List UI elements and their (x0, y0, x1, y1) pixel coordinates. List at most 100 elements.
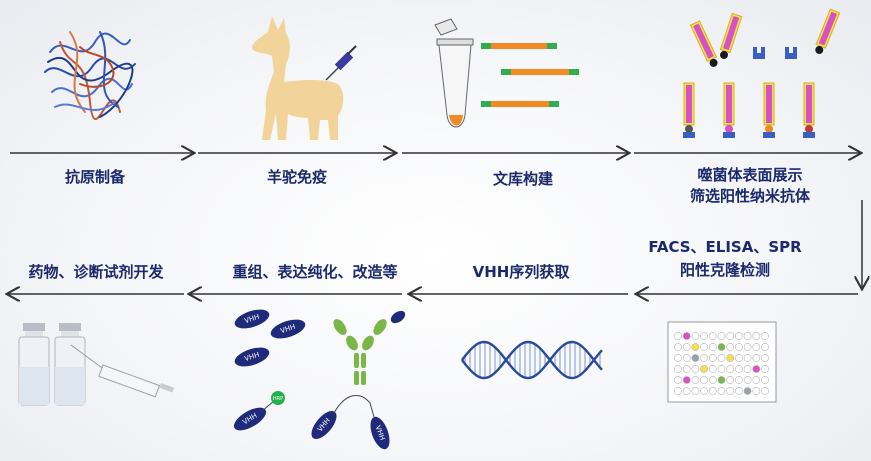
llama-image (252, 16, 357, 140)
well (726, 343, 735, 351)
well (743, 343, 752, 351)
phage-display-image (683, 8, 841, 138)
well (752, 354, 761, 362)
well (700, 343, 708, 351)
well (752, 332, 761, 340)
well (717, 365, 726, 373)
label-detect-2: 阳性克隆检测 (679, 261, 770, 279)
well (691, 365, 700, 373)
well (743, 354, 752, 362)
well (717, 387, 726, 395)
vhh-hrp-molecule (233, 407, 267, 431)
dna-helix-image (461, 340, 603, 380)
well (761, 332, 769, 340)
well (743, 332, 752, 340)
dna-strand (461, 340, 603, 380)
label-detect-1: FACS、ELISA、SPR (648, 238, 802, 256)
well (674, 354, 682, 362)
well (691, 354, 700, 362)
well (691, 376, 700, 384)
well (761, 387, 769, 395)
label-phage-2: 筛选阳性纳米抗体 (689, 187, 810, 205)
well (743, 376, 752, 384)
well (674, 332, 682, 340)
well (752, 343, 761, 351)
vhh-dimer-2 (370, 416, 390, 450)
label-sequence: VHH序列获取 (472, 263, 570, 281)
label-recombine: 重组、表达纯化、改造等 (232, 263, 398, 281)
hrp-text: HRP (273, 396, 283, 402)
well (682, 332, 691, 340)
well (682, 365, 691, 373)
well (674, 343, 682, 351)
vhh-dimer-1 (311, 410, 337, 440)
well (735, 365, 743, 373)
well (691, 332, 700, 340)
well (682, 354, 691, 362)
well (708, 376, 717, 384)
label-phage-1: 噬菌体表面展示 (697, 166, 803, 184)
vials-and-syringe-image (18, 323, 175, 406)
well (735, 376, 743, 384)
well (743, 365, 752, 373)
well (700, 332, 708, 340)
well (682, 376, 691, 384)
protein-structure-image (44, 31, 136, 120)
syringe-icon (325, 45, 357, 81)
well (708, 387, 717, 395)
vial-icon (54, 323, 86, 406)
well (752, 376, 761, 384)
vhh-molecule (234, 347, 270, 367)
well (726, 332, 735, 340)
well (708, 354, 717, 362)
well (752, 365, 761, 373)
well (726, 354, 735, 362)
vhh-illustration: VHH VHH VHH VHH VHH VHH HRP (233, 309, 406, 450)
well (761, 343, 769, 351)
well (726, 365, 735, 373)
well (743, 387, 752, 395)
well (682, 387, 691, 395)
well (700, 387, 708, 395)
well (761, 365, 769, 373)
tube-and-fragments-image (434, 18, 579, 128)
syringe-icon (70, 344, 175, 398)
well-plate-image (667, 321, 777, 403)
hrp-icon (271, 391, 285, 405)
tube-icon (434, 18, 474, 128)
well (708, 343, 717, 351)
well (761, 376, 769, 384)
well (700, 365, 708, 373)
well (700, 354, 708, 362)
well (752, 387, 761, 395)
well (708, 332, 717, 340)
well (674, 387, 682, 395)
well (735, 343, 743, 351)
well (691, 343, 700, 351)
well (691, 387, 700, 395)
well (717, 343, 726, 351)
label-develop: 药物、诊断试剂开发 (28, 263, 164, 281)
well (726, 376, 735, 384)
label-antigen: 抗原制备 (64, 168, 125, 186)
well (700, 376, 708, 384)
well (726, 387, 735, 395)
well (708, 365, 717, 373)
well (717, 376, 726, 384)
heavy-chain-antibody-icon (333, 319, 387, 385)
well (674, 365, 682, 373)
dna-fragments (481, 43, 579, 107)
well (735, 387, 743, 395)
well (682, 343, 691, 351)
vial-icon (18, 323, 50, 406)
well (735, 354, 743, 362)
vhh-molecule (234, 309, 270, 329)
well (717, 332, 726, 340)
well (735, 332, 743, 340)
label-immunize: 羊驼免疫 (266, 168, 327, 186)
label-library: 文库构建 (492, 170, 553, 188)
well (674, 376, 682, 384)
vhh-molecule (270, 319, 306, 339)
well (717, 354, 726, 362)
